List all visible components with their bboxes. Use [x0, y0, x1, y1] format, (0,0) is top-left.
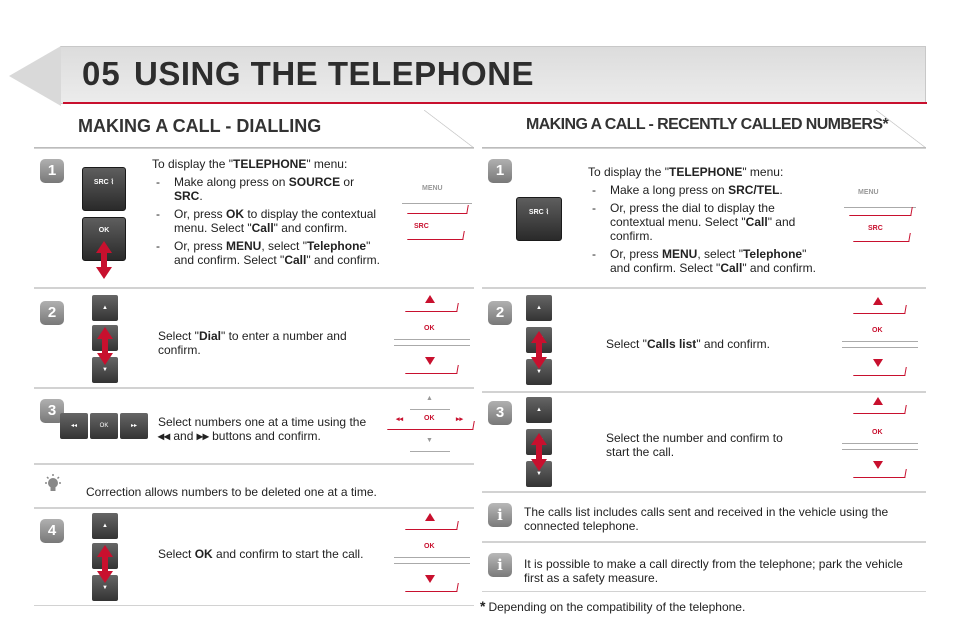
up-button-icon: ▲ [526, 295, 552, 321]
step-number-badge: 3 [488, 401, 512, 425]
left-section-title: MAKING A CALL - DIALLING [78, 116, 322, 136]
press-arrow-icon [96, 241, 112, 279]
footnote-mark: * [480, 598, 486, 614]
up-button-icon: ▲ [92, 295, 118, 321]
right-section-title: MAKING A CALL - RECENTLY CALLED NUMBERS* [526, 116, 889, 133]
press-arrow-icon [531, 433, 547, 471]
header-bar [9, 46, 926, 106]
src-button-icon: SRC ⌇ [516, 197, 562, 241]
forward-button-icon: ▸▸ [120, 413, 148, 439]
right-step-2-text: Select "Calls list" and confirm. [606, 337, 770, 351]
right-step-3: 3 ▲ OK ▼ Select the number and confirm t… [482, 392, 926, 492]
left-tip-row: Correction allows numbers to be deleted … [34, 464, 474, 508]
bullet-item: Or, press MENU, select "Telephone" and c… [152, 239, 384, 267]
step-number-badge: 2 [40, 301, 64, 325]
ok-control-illustration: OK [838, 397, 922, 487]
bullet-item: Make a long press on SRC/TEL. [588, 183, 824, 197]
left-step-3: 3 ◂◂ OK ▸▸ Select numbers one at a time … [34, 388, 475, 464]
right-info-row-1: i The calls list includes calls sent and… [482, 492, 926, 542]
page-title: USING THE TELEPHONE [134, 55, 535, 92]
press-arrow-icon [97, 545, 113, 583]
left-step-1-text: To display the "TELEPHONE" menu: Make al… [152, 157, 384, 267]
footnote-text: Depending on the compatibility of the te… [488, 600, 746, 614]
bullet-item: Or, press OK to display the contextual m… [152, 207, 384, 235]
ok-control-illustration: OK [838, 297, 922, 387]
ok-button-icon: OK [90, 413, 118, 439]
info-icon: i [488, 503, 512, 527]
rewind-button-icon: ◂◂ [60, 413, 88, 439]
bullet-item: Or, press MENU, select "Telephone" and c… [588, 247, 824, 275]
right-step-2: 2 ▲ OK ▼ Select "Calls list" and confirm… [482, 288, 926, 392]
left-tip-text: Correction allows numbers to be deleted … [86, 485, 377, 499]
right-step-1-text: To display the "TELEPHONE" menu: Make a … [588, 165, 824, 275]
ok-control-illustration: OK [390, 513, 474, 601]
step-number-badge: 2 [488, 301, 512, 325]
step-number-badge: 1 [40, 159, 64, 183]
left-step-1: 1 SRC ⌇ OK To display the "TELEPHONE" me… [34, 148, 474, 288]
lightbulb-icon [45, 474, 61, 491]
right-info-text-1: The calls list includes calls sent and r… [524, 505, 889, 533]
src-button-icon: SRC ⌇ [82, 167, 126, 211]
bullet-item: Or, press the dial to display the contex… [588, 201, 824, 243]
left-step-2: 2 ▲ OK ▼ Select "Dial" to enter a number… [34, 288, 474, 388]
ok-control-illustration: OK [390, 295, 474, 383]
chapter-number: 05 [82, 55, 121, 92]
right-section-header: MAKING A CALL - RECENTLY CALLED NUMBERS* [482, 110, 926, 148]
up-button-icon: ▲ [92, 513, 118, 539]
step-number-badge: 4 [40, 519, 64, 543]
seek-control-illustration: ▲ ◂◂ OK ▸▸ ▼ [387, 393, 475, 461]
press-arrow-icon [97, 327, 113, 365]
footnote: *Depending on the compatibility of the t… [480, 598, 745, 614]
left-step-2-text: Select "Dial" to enter a number and conf… [158, 329, 347, 357]
right-info-row-2: i It is possible to make a call directly… [482, 542, 926, 592]
right-step-3-text: Select the number and confirm to start t… [606, 431, 783, 459]
header-accent-line [63, 102, 927, 104]
right-step-1: 1 SRC ⌇ To display the "TELEPHONE" menu:… [482, 148, 926, 288]
left-step-3-text: Select numbers one at a time using the ◂… [158, 415, 367, 443]
menu-src-control-illustration: MENU SRC [394, 179, 474, 259]
info-icon: i [488, 553, 512, 577]
up-button-icon: ▲ [526, 397, 552, 423]
left-step-4-text: Select OK and confirm to start the call. [158, 547, 364, 561]
left-section-header: MAKING A CALL - DIALLING [34, 110, 474, 148]
menu-src-control-illustration: MENU SRC [840, 185, 920, 265]
right-info-text-2: It is possible to make a call directly f… [524, 557, 903, 585]
left-step-4: 4 ▲ OK ▼ Select OK and confirm to start … [34, 508, 474, 606]
bullet-item: Make along press on SOURCE or SRC. [152, 175, 384, 203]
step-number-badge: 1 [488, 159, 512, 183]
press-arrow-icon [531, 331, 547, 369]
